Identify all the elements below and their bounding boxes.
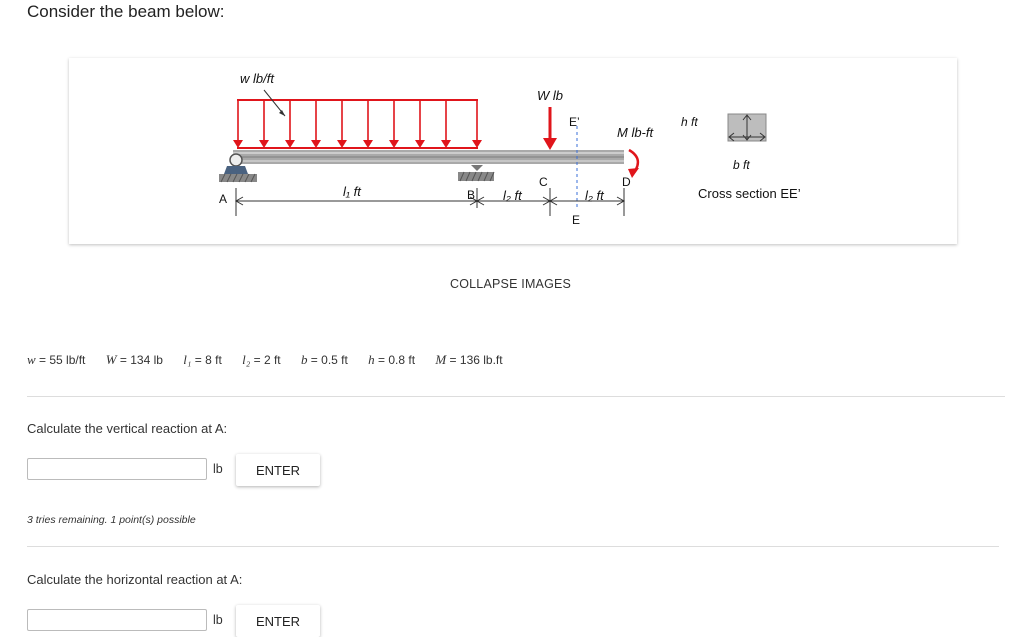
horizontal-reaction-unit: lb — [213, 613, 223, 627]
l1-dimension-label: l₁ ft — [343, 184, 361, 199]
beam-figure: w lb/ft W lb E’ M lb-ft h ft b ft Cross … — [69, 58, 957, 244]
dimension-lines — [234, 188, 626, 216]
point-e-label: E — [572, 213, 581, 227]
param-l2: l₂ = 2 ft — [242, 352, 281, 367]
point-a-label: A — [219, 192, 228, 206]
point-load-w — [543, 107, 557, 150]
point-b-label: B — [467, 188, 476, 202]
param-w-point: W = 134 lb — [105, 352, 163, 367]
w-label: w lb/ft — [240, 71, 274, 86]
point-d-label: D — [622, 175, 631, 189]
vertical-reaction-unit: lb — [213, 462, 223, 476]
tries-remaining: 3 tries remaining. 1 point(s) possible — [27, 514, 196, 526]
cross-section — [727, 113, 767, 142]
page-title: Consider the beam below: — [27, 2, 225, 21]
param-w: w = 55 lb/ft — [27, 352, 86, 367]
distributed-load — [233, 99, 482, 149]
point-c-label: C — [539, 175, 548, 189]
beam-diagram — [219, 89, 767, 216]
enter-button-1[interactable]: ENTER — [236, 454, 320, 486]
w-point-label: W lb — [537, 88, 563, 103]
enter-button-2[interactable]: ENTER — [236, 605, 320, 637]
l2-dimension-label-2: l₂ ft — [585, 188, 604, 203]
e-prime-label: E’ — [569, 115, 580, 129]
divider — [27, 546, 999, 547]
roller-support-b — [458, 165, 495, 182]
pin-support-a — [219, 153, 257, 183]
horizontal-reaction-input[interactable] — [27, 609, 207, 631]
divider — [27, 396, 1005, 397]
h-label: h ft — [681, 115, 698, 129]
parameters-line: w = 55 lb/ft W = 134 lb l₁ = 8 ft l₂ = 2… — [27, 352, 520, 368]
cross-section-label: Cross section EE’ — [698, 186, 801, 201]
l2-dimension-label-1: l₂ ft — [503, 188, 522, 203]
moment-arrow — [628, 148, 640, 178]
b-label: b ft — [733, 158, 750, 172]
beam — [233, 150, 624, 164]
param-b: b = 0.5 ft — [300, 352, 348, 367]
param-h: h = 0.8 ft — [368, 352, 416, 367]
param-m: M = 136 lb.ft — [435, 352, 503, 367]
question-1-prompt: Calculate the vertical reaction at A: — [27, 421, 228, 436]
question-2-prompt: Calculate the horizontal reaction at A: — [27, 572, 243, 587]
param-l1: l₁ = 8 ft — [183, 352, 222, 367]
collapse-images-link[interactable]: COLLAPSE IMAGES — [450, 277, 572, 291]
vertical-reaction-input[interactable] — [27, 458, 207, 480]
moment-label: M lb-ft — [617, 125, 654, 140]
